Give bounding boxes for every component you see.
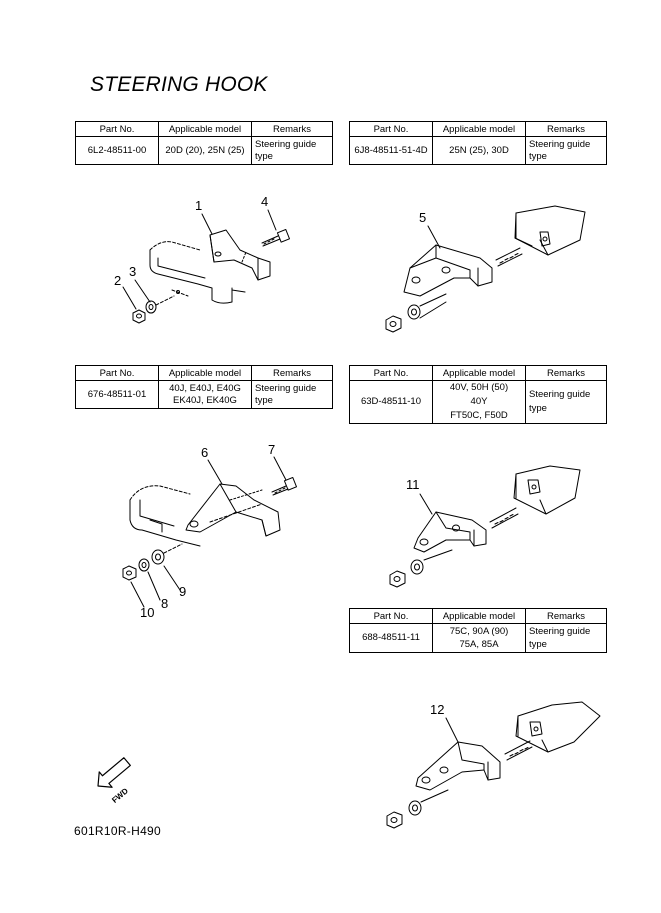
callout-3: 3 — [129, 264, 137, 279]
diagram-2-bracket-assembly — [385, 205, 586, 333]
parts-table-4: Part No. Applicable model Remarks 63D-48… — [349, 365, 607, 424]
callout-6: 6 — [201, 445, 209, 460]
callout-1: 1 — [195, 198, 203, 213]
part-number: 676-48511-01 — [75, 380, 159, 409]
fwd-label: FWD — [110, 786, 130, 805]
parts-table-2: Part No. Applicable model Remarks 6J8-48… — [349, 121, 607, 165]
page-title: STEERING HOOK — [90, 73, 268, 96]
diagram-3-leaders — [130, 456, 287, 608]
diagram-5-bracket-assembly — [386, 701, 601, 829]
diagram-1-leaders — [122, 209, 277, 310]
callout-12: 12 — [430, 702, 445, 717]
diagram-4-leaders — [419, 493, 433, 515]
parts-table-3: Part No. Applicable model Remarks 676-48… — [75, 365, 333, 409]
callout-10: 10 — [140, 605, 155, 620]
part-number: 688-48511-11 — [349, 623, 433, 653]
part-number: 63D-48511-10 — [349, 380, 433, 424]
applicable-model: 20D (20), 25N (25) — [158, 136, 252, 165]
callout-5: 5 — [419, 210, 427, 225]
part-number: 6L2-48511-00 — [75, 136, 159, 165]
applicable-model: 25N (25), 30D — [432, 136, 526, 165]
parts-table-5: Part No. Applicable model Remarks 688-48… — [349, 608, 607, 653]
callout-8: 8 — [161, 596, 169, 611]
diagram-4-bracket-assembly — [389, 465, 581, 588]
applicable-model: 75C, 90A (90)75A, 85A — [432, 623, 526, 653]
diagram-1-bracket-assembly — [132, 228, 291, 324]
callout-4: 4 — [261, 194, 269, 209]
callout-11: 11 — [406, 477, 420, 492]
part-number: 6J8-48511-51-4D — [349, 136, 433, 165]
diagram-2-leaders — [427, 225, 441, 249]
callout-7: 7 — [268, 442, 276, 457]
diagram-5-leaders — [445, 717, 459, 743]
drawing-code: 601R10R-H490 — [74, 824, 161, 838]
fwd-arrow-icon — [97, 757, 131, 788]
callout-9: 9 — [179, 584, 187, 599]
diagram-3-bracket-assembly — [122, 476, 298, 581]
parts-table-1: Part No. Applicable model Remarks 6L2-48… — [75, 121, 333, 165]
callout-2: 2 — [114, 273, 122, 288]
